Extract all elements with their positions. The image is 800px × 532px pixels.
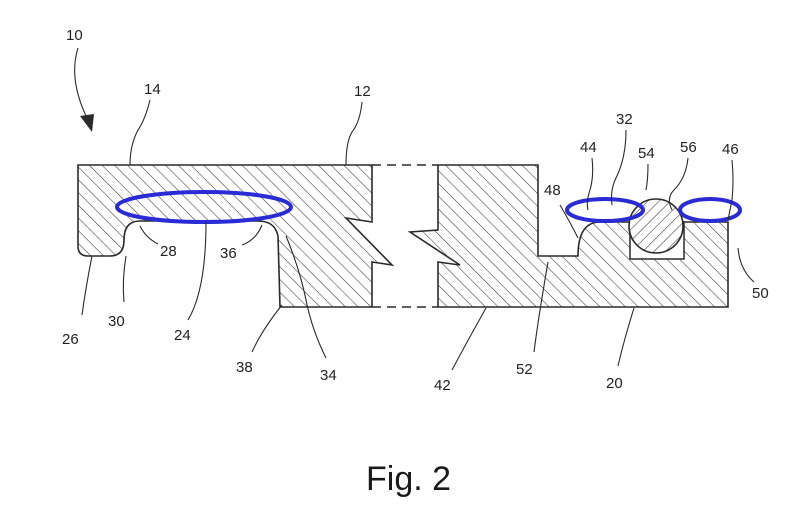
ref-38: 38	[236, 359, 253, 376]
leader-34	[285, 235, 327, 359]
leader-14	[129, 99, 151, 166]
leader-52	[533, 261, 549, 353]
leader-20	[617, 307, 635, 367]
ref-20: 20	[606, 375, 623, 392]
ref-52: 52	[516, 361, 533, 378]
leader-38	[251, 304, 283, 353]
leader-10	[74, 47, 89, 121]
leader-48	[559, 204, 579, 239]
leader-54	[645, 163, 649, 191]
leader-28	[139, 225, 159, 245]
ref-32: 32	[616, 111, 633, 128]
leader-42	[451, 307, 487, 371]
ref-42: 42	[434, 377, 451, 394]
leader-46	[727, 159, 734, 221]
leader-10-arrow	[80, 114, 94, 132]
ref-34: 34	[320, 367, 337, 384]
figure-caption: Fig. 2	[366, 460, 451, 498]
leader-12	[345, 101, 363, 166]
ref-46: 46	[722, 141, 739, 158]
round-seal	[628, 198, 684, 254]
leader-32	[610, 129, 627, 206]
ref-36: 36	[220, 245, 237, 262]
ref-54: 54	[638, 145, 655, 162]
highlight-ring-left	[115, 190, 293, 224]
ref-14: 14	[144, 81, 161, 98]
leader-50	[737, 247, 755, 283]
leader-30	[122, 255, 127, 303]
highlight-ring-middle	[565, 197, 645, 223]
ref-10: 10	[66, 27, 83, 44]
ref-44: 44	[580, 139, 597, 156]
ref-28: 28	[160, 243, 177, 260]
leader-24	[187, 221, 207, 321]
leader-36	[241, 224, 263, 246]
ref-48: 48	[544, 182, 561, 199]
ref-30: 30	[108, 313, 125, 330]
leader-56	[668, 157, 689, 211]
right-section-body	[407, 164, 729, 308]
leader-44	[586, 157, 594, 211]
ref-26: 26	[62, 331, 79, 348]
ref-24: 24	[174, 327, 191, 344]
left-section-body	[77, 164, 395, 308]
ref-50: 50	[752, 285, 769, 302]
ref-56: 56	[680, 139, 697, 156]
leader-26	[81, 255, 93, 316]
highlight-ring-right	[678, 197, 742, 223]
ref-12: 12	[354, 83, 371, 100]
